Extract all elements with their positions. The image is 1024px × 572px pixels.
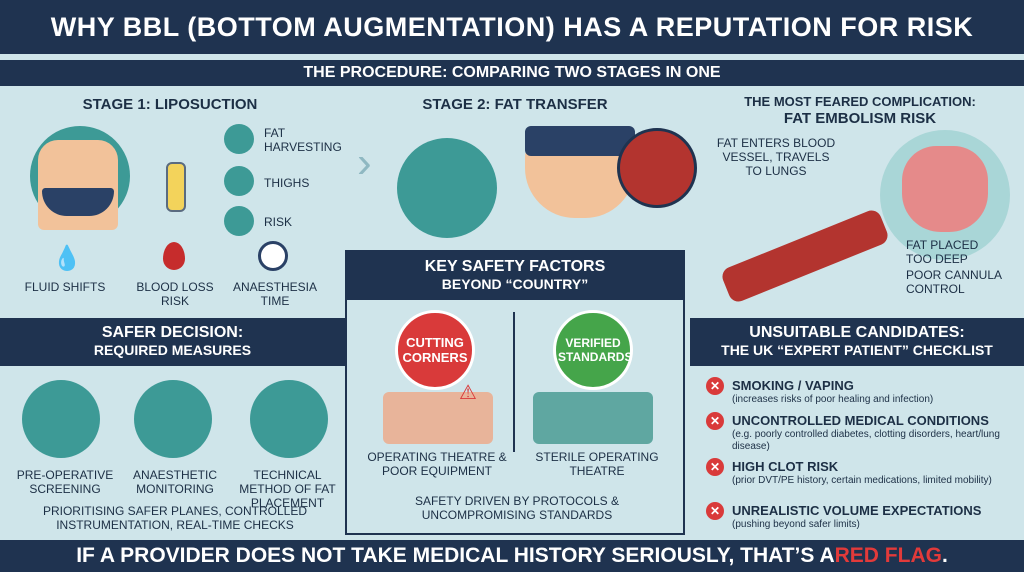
syringe-canister-icon <box>166 162 186 212</box>
monitor-icon <box>134 380 212 458</box>
safer-header: SAFER DECISION: REQUIRED MEASURES <box>0 318 345 366</box>
procedure-banner: THE PROCEDURE: COMPARING TWO STAGES IN O… <box>0 60 1024 86</box>
check-title: UNCONTROLLED MEDICAL CONDITIONS <box>732 413 989 428</box>
x-icon: ✕ <box>706 502 724 520</box>
vessel-zoom-icon <box>617 128 697 208</box>
unsuitable-panel: UNSUITABLE CANDIDATES: THE UK “EXPERT PA… <box>690 318 1024 538</box>
key-factors-footer: SAFETY DRIVEN BY PROTOCOLS & UNCOMPROMIS… <box>414 494 620 522</box>
footer-end: . <box>941 544 948 567</box>
legend-thighs: THIGHS <box>264 176 310 190</box>
risk-fluid-shifts: FLUID SHIFTS <box>24 280 106 294</box>
footer-red-flag: RED FLAG <box>834 544 942 567</box>
injection-illustration <box>397 138 497 238</box>
water-drop-icon: 💧 <box>52 245 82 272</box>
x-icon: ✕ <box>706 377 724 395</box>
unsuitable-title-1: UNSUITABLE CANDIDATES: <box>749 324 965 341</box>
safer-footer: PRIORITISING SAFER PLANES, CONTROLLED IN… <box>42 504 308 532</box>
check-title: UNREALISTIC VOLUME EXPECTATIONS <box>732 503 982 518</box>
x-icon: ✕ <box>706 412 724 430</box>
fat-drop-icon <box>224 124 254 154</box>
warning-icon: ⚠ <box>459 382 477 404</box>
key-factors-title-2: BEYOND “COUNTRY” <box>441 276 589 292</box>
thighs-icon <box>224 166 254 196</box>
unsuitable-header: UNSUITABLE CANDIDATES: THE UK “EXPERT PA… <box>690 318 1024 366</box>
stage2-panel: STAGE 2: FAT TRANSFER › <box>345 88 697 248</box>
check-sub: (prior DVT/PE history, certain medicatio… <box>732 475 992 486</box>
check-title: HIGH CLOT RISK <box>732 459 839 474</box>
stage2-title: STAGE 2: FAT TRANSFER <box>422 96 608 113</box>
check-sub: (pushing beyond safer limits) <box>732 519 860 530</box>
safer-panel: SAFER DECISION: REQUIRED MEASURES PRE-OP… <box>0 318 345 538</box>
stage1-panel: STAGE 1: LIPOSUCTION FAT HARVESTING THIG… <box>0 88 345 313</box>
item-technical: TECHNICAL METHOD OF FAT PLACEMENT <box>239 468 336 510</box>
syringe-glove-icon <box>250 380 328 458</box>
key-factors-title-1: KEY SAFETY FACTORS <box>424 258 606 275</box>
verified-standards-label: VERIFIED STANDARDS <box>558 336 633 364</box>
left-caption: OPERATING THEATRE & POOR EQUIPMENT <box>367 450 507 478</box>
footer-banner: IF A PROVIDER DOES NOT TAKE MEDICAL HIST… <box>0 540 1024 572</box>
timer-icon <box>258 241 288 271</box>
check-sub: (increases risks of poor healing and inf… <box>732 394 934 405</box>
complication-title-2: FAT EMBOLISM RISK <box>783 110 937 127</box>
clipboard-icon <box>22 380 100 458</box>
key-factors-panel: KEY SAFETY FACTORS BEYOND “COUNTRY” CUTT… <box>345 250 685 535</box>
poor-theatre-illustration <box>383 392 493 444</box>
complication-title-1: THE MOST FEARED COMPLICATION: <box>744 94 976 109</box>
lungs-icon <box>902 146 988 232</box>
risk-anaesthesia-time: ANAESTHESIA TIME <box>232 280 318 308</box>
check-title: SMOKING / VAPING <box>732 378 854 393</box>
item-screening: PRE-OPERATIVE SCREENING <box>16 468 114 496</box>
vessel-illustration <box>719 207 891 305</box>
complication-panel: THE MOST FEARED COMPLICATION: FAT EMBOLI… <box>690 88 1024 313</box>
fat-too-deep-label: FAT PLACED TOO DEEP <box>906 238 979 266</box>
main-title: WHY BBL (BOTTOM AUGMENTATION) HAS A REPU… <box>0 0 1024 54</box>
cutting-corners-label: CUTTING CORNERS <box>402 335 468 365</box>
cannula-label: POOR CANNULA CONTROL <box>906 268 1002 296</box>
cutting-corners-badge: CUTTING CORNERS <box>395 310 475 390</box>
safer-title-1: SAFER DECISION: <box>101 324 244 341</box>
blood-drop-icon <box>163 242 185 270</box>
safer-title-2: REQUIRED MEASURES <box>93 342 252 358</box>
underwear-shape <box>42 188 114 216</box>
divider <box>513 312 515 452</box>
key-factors-header: KEY SAFETY FACTORS BEYOND “COUNTRY” <box>347 252 683 300</box>
risk-blood-loss: BLOOD LOSS RISK <box>136 280 214 308</box>
legend-fat-harvesting: FAT HARVESTING <box>264 126 342 154</box>
right-caption: STERILE OPERATING THEATRE <box>535 450 659 478</box>
hips-shape <box>38 140 118 230</box>
verified-standards-badge: VERIFIED STANDARDS <box>553 310 633 390</box>
x-icon: ✕ <box>706 458 724 476</box>
fat-enters-label: FAT ENTERS BLOOD VESSEL, TRAVELS TO LUNG… <box>716 136 836 178</box>
stage1-title: STAGE 1: LIPOSUCTION <box>82 96 258 113</box>
item-monitoring: ANAESTHETIC MONITORING <box>132 468 217 496</box>
unsuitable-title-2: THE UK “EXPERT PATIENT” CHECKLIST <box>721 342 993 358</box>
sterile-theatre-illustration <box>533 392 653 444</box>
buttocks-underwear <box>525 126 635 156</box>
legend-risk: RISK <box>264 215 293 229</box>
check-sub: (e.g. poorly controlled diabetes, clotti… <box>732 429 1000 452</box>
footer-main: IF A PROVIDER DOES NOT TAKE MEDICAL HIST… <box>76 544 835 567</box>
chevron-right-icon: › <box>357 138 372 187</box>
risk-icon <box>224 206 254 236</box>
